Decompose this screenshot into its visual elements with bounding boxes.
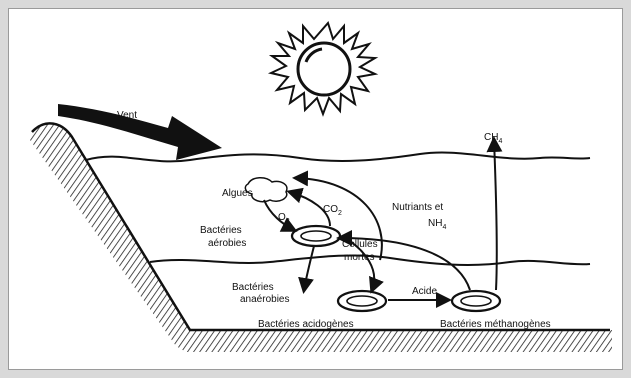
acidogenic-bacteria-cell [338,291,386,311]
label-methanogenic-bacteria: Bactéries méthanogènes [440,319,551,330]
label-nutrients-1: Nutriants et [392,202,443,213]
methanogenic-bacteria-cell [452,291,500,311]
label-nutrients-2: NH4 [428,218,446,231]
label-vent: Vent [117,110,137,121]
water-surface [86,152,590,161]
wind-arrow-icon [58,104,222,160]
label-acide: Acide [412,286,437,297]
sun-icon [271,23,375,114]
label-acidogenic-bacteria: Bactéries acidogènes [258,319,354,330]
label-algues: Algues [222,188,253,199]
label-dead-cells-1: Cellules [342,239,378,250]
label-aerobic-bacteria-2: aérobies [208,238,246,249]
label-dead-cells-2: mortes [344,252,375,263]
process-arrows [264,140,497,300]
aerobic-bacteria-cell [292,226,340,246]
label-anaerobic-bacteria-2: anaérobies [240,294,289,305]
label-anaerobic-bacteria-1: Bactéries [232,282,274,293]
label-aerobic-bacteria-1: Bactéries [200,225,242,236]
